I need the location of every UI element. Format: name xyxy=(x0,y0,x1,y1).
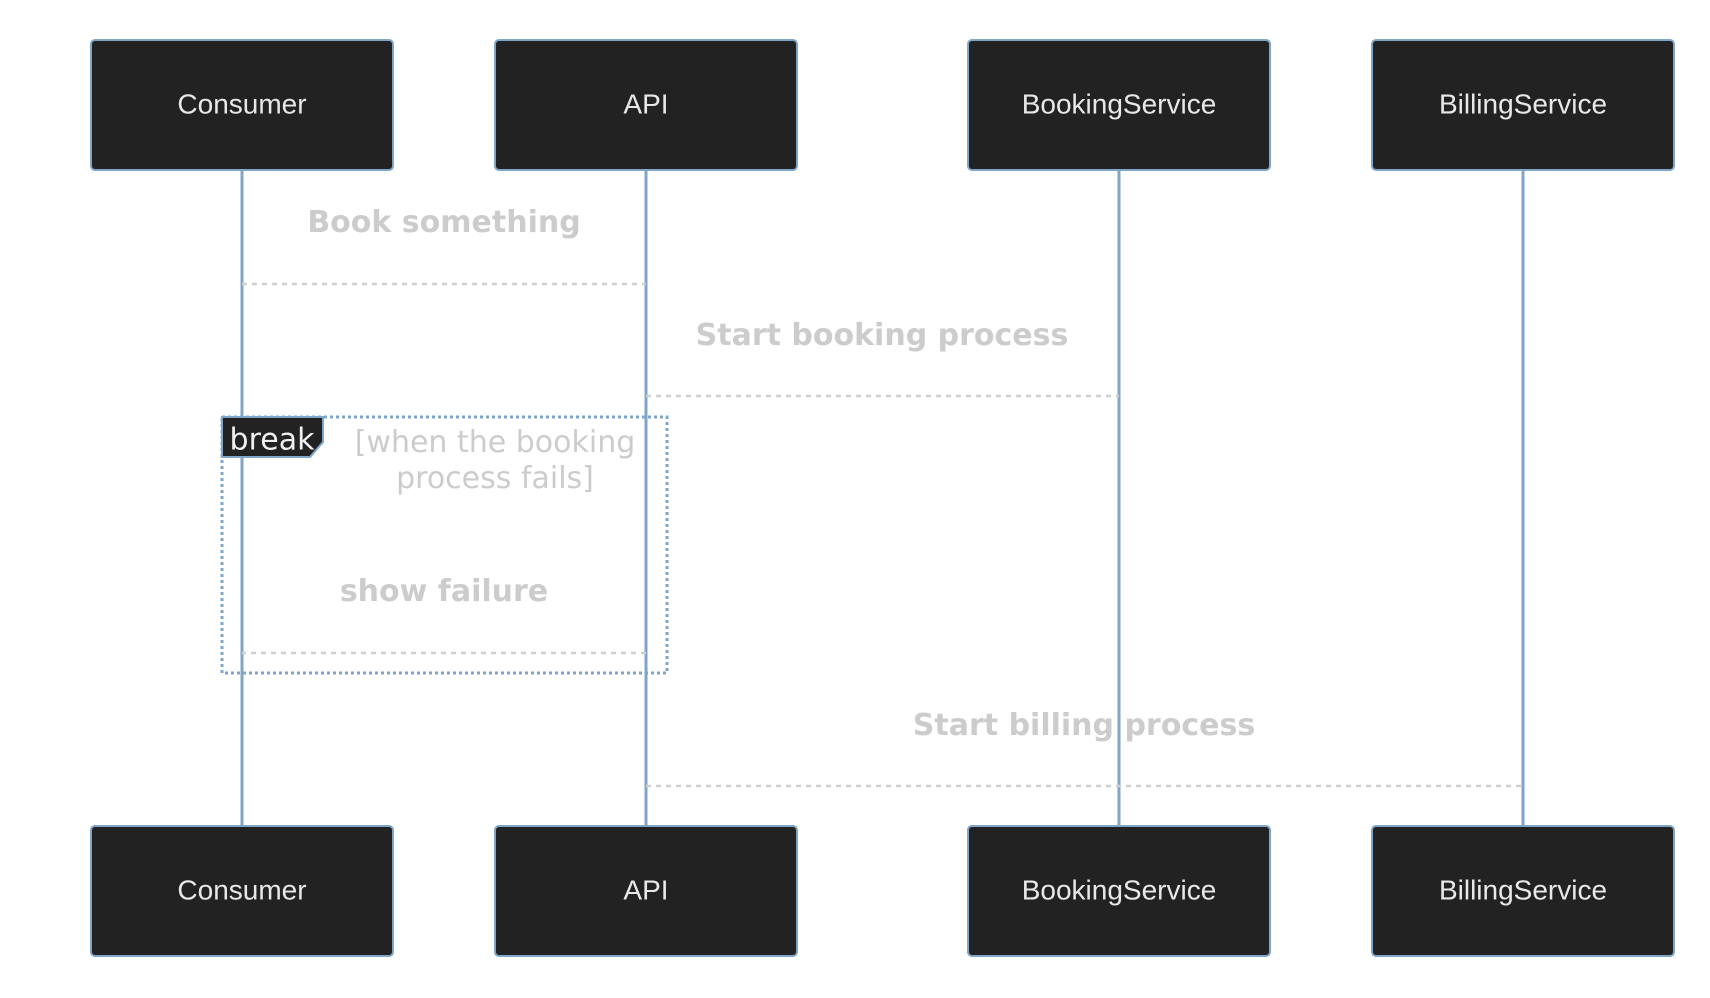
break-frame-condition-line1: [when the booking xyxy=(355,425,636,460)
actor-label: Consumer xyxy=(177,88,306,119)
break-frame-border xyxy=(220,415,669,675)
actor-api-bottom[interactable]: API xyxy=(494,825,798,957)
message-show-failure: show failure xyxy=(242,574,646,655)
actor-label: BillingService xyxy=(1439,874,1607,905)
actor-label: API xyxy=(623,874,668,905)
message-start-booking-process: Start booking process xyxy=(646,318,1119,398)
message-label: Book something xyxy=(307,205,580,240)
message-start-billing-process: Start billing process xyxy=(646,708,1523,788)
actor-booking-service-bottom[interactable]: BookingService xyxy=(967,825,1271,957)
message-book-something: Book something xyxy=(242,205,646,286)
actor-label: BookingService xyxy=(1022,88,1217,119)
actor-label: Consumer xyxy=(177,874,306,905)
actor-label: BillingService xyxy=(1439,88,1607,119)
actor-label: BookingService xyxy=(1022,874,1217,905)
break-frame: break [when the booking process fails] s… xyxy=(220,415,669,675)
message-label: show failure xyxy=(340,574,548,609)
break-frame-condition-line2: process fails] xyxy=(396,461,594,496)
actor-consumer-top[interactable]: Consumer xyxy=(90,39,394,171)
break-frame-tag-label: break xyxy=(230,423,316,458)
message-label: Start billing process xyxy=(913,708,1255,743)
actor-consumer-bottom[interactable]: Consumer xyxy=(90,825,394,957)
actor-booking-service-top[interactable]: BookingService xyxy=(967,39,1271,171)
actor-billing-service-top[interactable]: BillingService xyxy=(1371,39,1675,171)
actor-api-top[interactable]: API xyxy=(494,39,798,171)
break-frame-tag xyxy=(221,416,324,458)
message-label: Start booking process xyxy=(696,318,1069,353)
actor-billing-service-bottom[interactable]: BillingService xyxy=(1371,825,1675,957)
actor-label: API xyxy=(623,88,668,119)
